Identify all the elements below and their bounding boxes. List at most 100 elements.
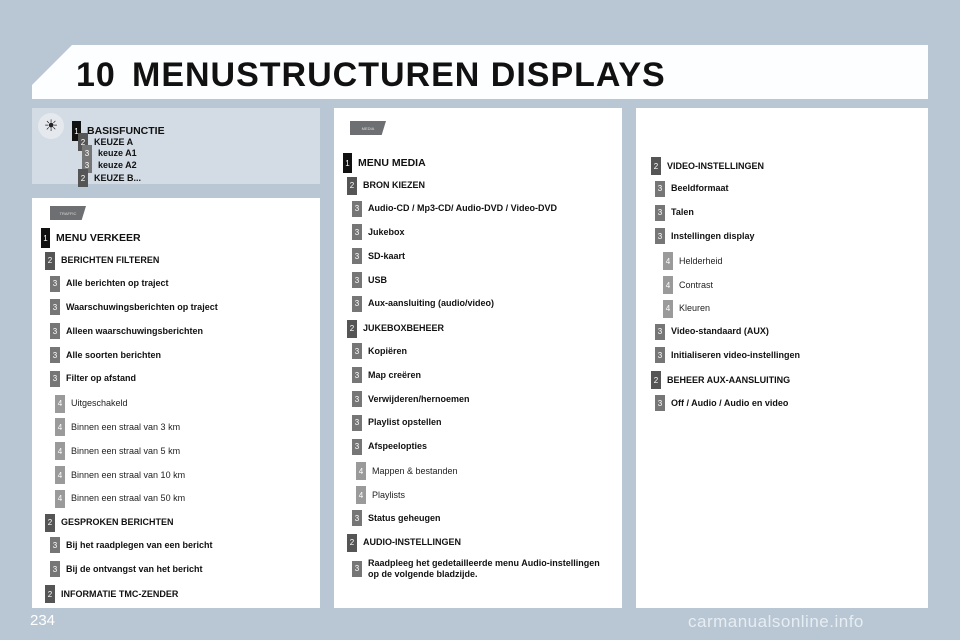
level-badge: 3 [655,323,665,340]
level-badge: 2 [651,371,661,390]
menu-item-label: BEHEER AUX-AANSLUITING [667,374,791,385]
media-button-icon: MEDIA [350,121,386,135]
menu-item-level-3: 3 Audio-CD / Mp3-CD/ Audio-DVD / Video-DV… [352,200,557,217]
level-badge: 4 [55,394,65,413]
level-badge: 3 [352,272,362,288]
level-badge: 3 [50,323,60,340]
menu-item-level-3: 3 Filter op afstand [50,370,137,387]
menu-item-label: Aux-aansluiting (audio/video) [368,298,495,309]
level-badge: 4 [663,252,673,271]
menu-item-label: Helderheid [679,255,723,266]
level-badge: 2 [45,251,55,270]
menu-item-label: Mappen & bestanden [372,465,458,476]
menu-item-label: GESPROKEN BERICHTEN [61,517,174,528]
level-badge: 2 [78,169,88,187]
menu-item-label: Initialiseren video-instellingen [671,349,801,360]
level-badge: 3 [352,200,362,217]
menu-item-label: VIDEO-INSTELLINGEN [667,160,765,171]
level-badge: 3 [82,157,92,173]
level-badge: 4 [55,489,65,508]
level-badge: 4 [663,299,673,318]
menu-item-level-3: 3 Video-standaard (AUX) [655,323,769,340]
menu-item-label: Video-standaard (AUX) [671,326,769,337]
level-badge: 3 [655,347,665,364]
menu-item-level-3: 3 Bij de ontvangst van het bericht [50,561,203,578]
menu-item-level-2: 2 AUDIO-INSTELLINGEN [347,533,461,552]
level-badge: 3 [352,438,362,455]
traffic-button-icon: TRAFFIC [50,206,86,220]
level-badge: 4 [356,486,366,505]
menu-item-level-4: 4 Binnen een straal van 10 km [55,466,185,484]
menu-item-label: Audio-CD / Mp3-CD/ Audio-DVD / Video-DVD [368,203,557,214]
menu-item-label: MENU VERKEER [56,231,141,244]
level-badge: 3 [655,228,665,245]
menu-item-label: Kleuren [679,303,711,314]
level-badge: 3 [50,347,60,363]
level-badge: 3 [655,204,665,221]
menu-item-label: Binnen een straal van 5 km [71,445,181,456]
menu-item-label: Bij de ontvangst van het bericht [66,563,203,574]
level-badge: 3 [50,275,60,292]
menu-item-level-2: 2 VIDEO-INSTELLINGEN [651,157,764,175]
menu-item-label: Binnen een straal van 50 km [71,493,186,504]
menu-item-label: Map creëren [368,369,422,380]
level-badge: 3 [50,561,60,578]
page-title: MENUSTRUCTUREN DISPLAYS [132,56,666,94]
menu-item-label: Afspeelopties [368,441,428,452]
page-number: 234 [30,612,56,629]
menu-item-label: Contrast [679,279,714,290]
menu-item-label: Off / Audio / Audio en video [671,397,789,408]
brightness-icon: ☀ [38,113,64,139]
menu-item-label: INFORMATIE TMC-ZENDER [61,588,179,599]
header-band [32,45,928,99]
level-badge: 3 [50,299,60,316]
menu-item-label: Binnen een straal van 10 km [71,469,186,480]
menu-item-label: Bij het raadplegen van een bericht [66,539,213,550]
level-badge: 4 [55,466,65,484]
level-badge: 3 [352,248,362,265]
level-badge: 1 [72,121,81,141]
basic-title: BASISFUNCTIE [87,124,165,137]
level-badge: 3 [352,560,362,577]
level-badge: 3 [50,370,60,387]
level-badge: 2 [347,319,357,338]
menu-item-label: Verwijderen/hernoemen [368,393,470,404]
menu-item-label: keuze A1 [98,147,137,158]
menu-item-label: Filter op afstand [66,373,137,384]
menu-item-level-3: 3 keuze A2 [82,157,137,173]
level-badge: 4 [663,276,673,294]
level-badge: 2 [347,176,357,195]
level-badge: 3 [352,343,362,360]
level-badge: 2 [651,157,661,175]
level-badge: 2 [347,533,357,552]
left-panel [32,198,320,608]
menu-item-level-4: 4 Playlists [356,486,406,505]
menu-item-label: keuze A2 [98,159,137,170]
level-badge: 3 [50,537,60,554]
menu-item-level-2: 2 BEHEER AUX-AANSLUITING [651,371,791,390]
menu-item-label: AUDIO-INSTELLINGEN [363,537,461,548]
basic-function-panel [32,108,320,184]
menu-item-label: Playlists [372,489,406,500]
menu-item-label: MENU MEDIA [358,156,426,169]
menu-item-label: Status geheugen [368,512,441,523]
level-badge: 3 [352,391,362,407]
chapter-number: 10 [76,56,116,94]
